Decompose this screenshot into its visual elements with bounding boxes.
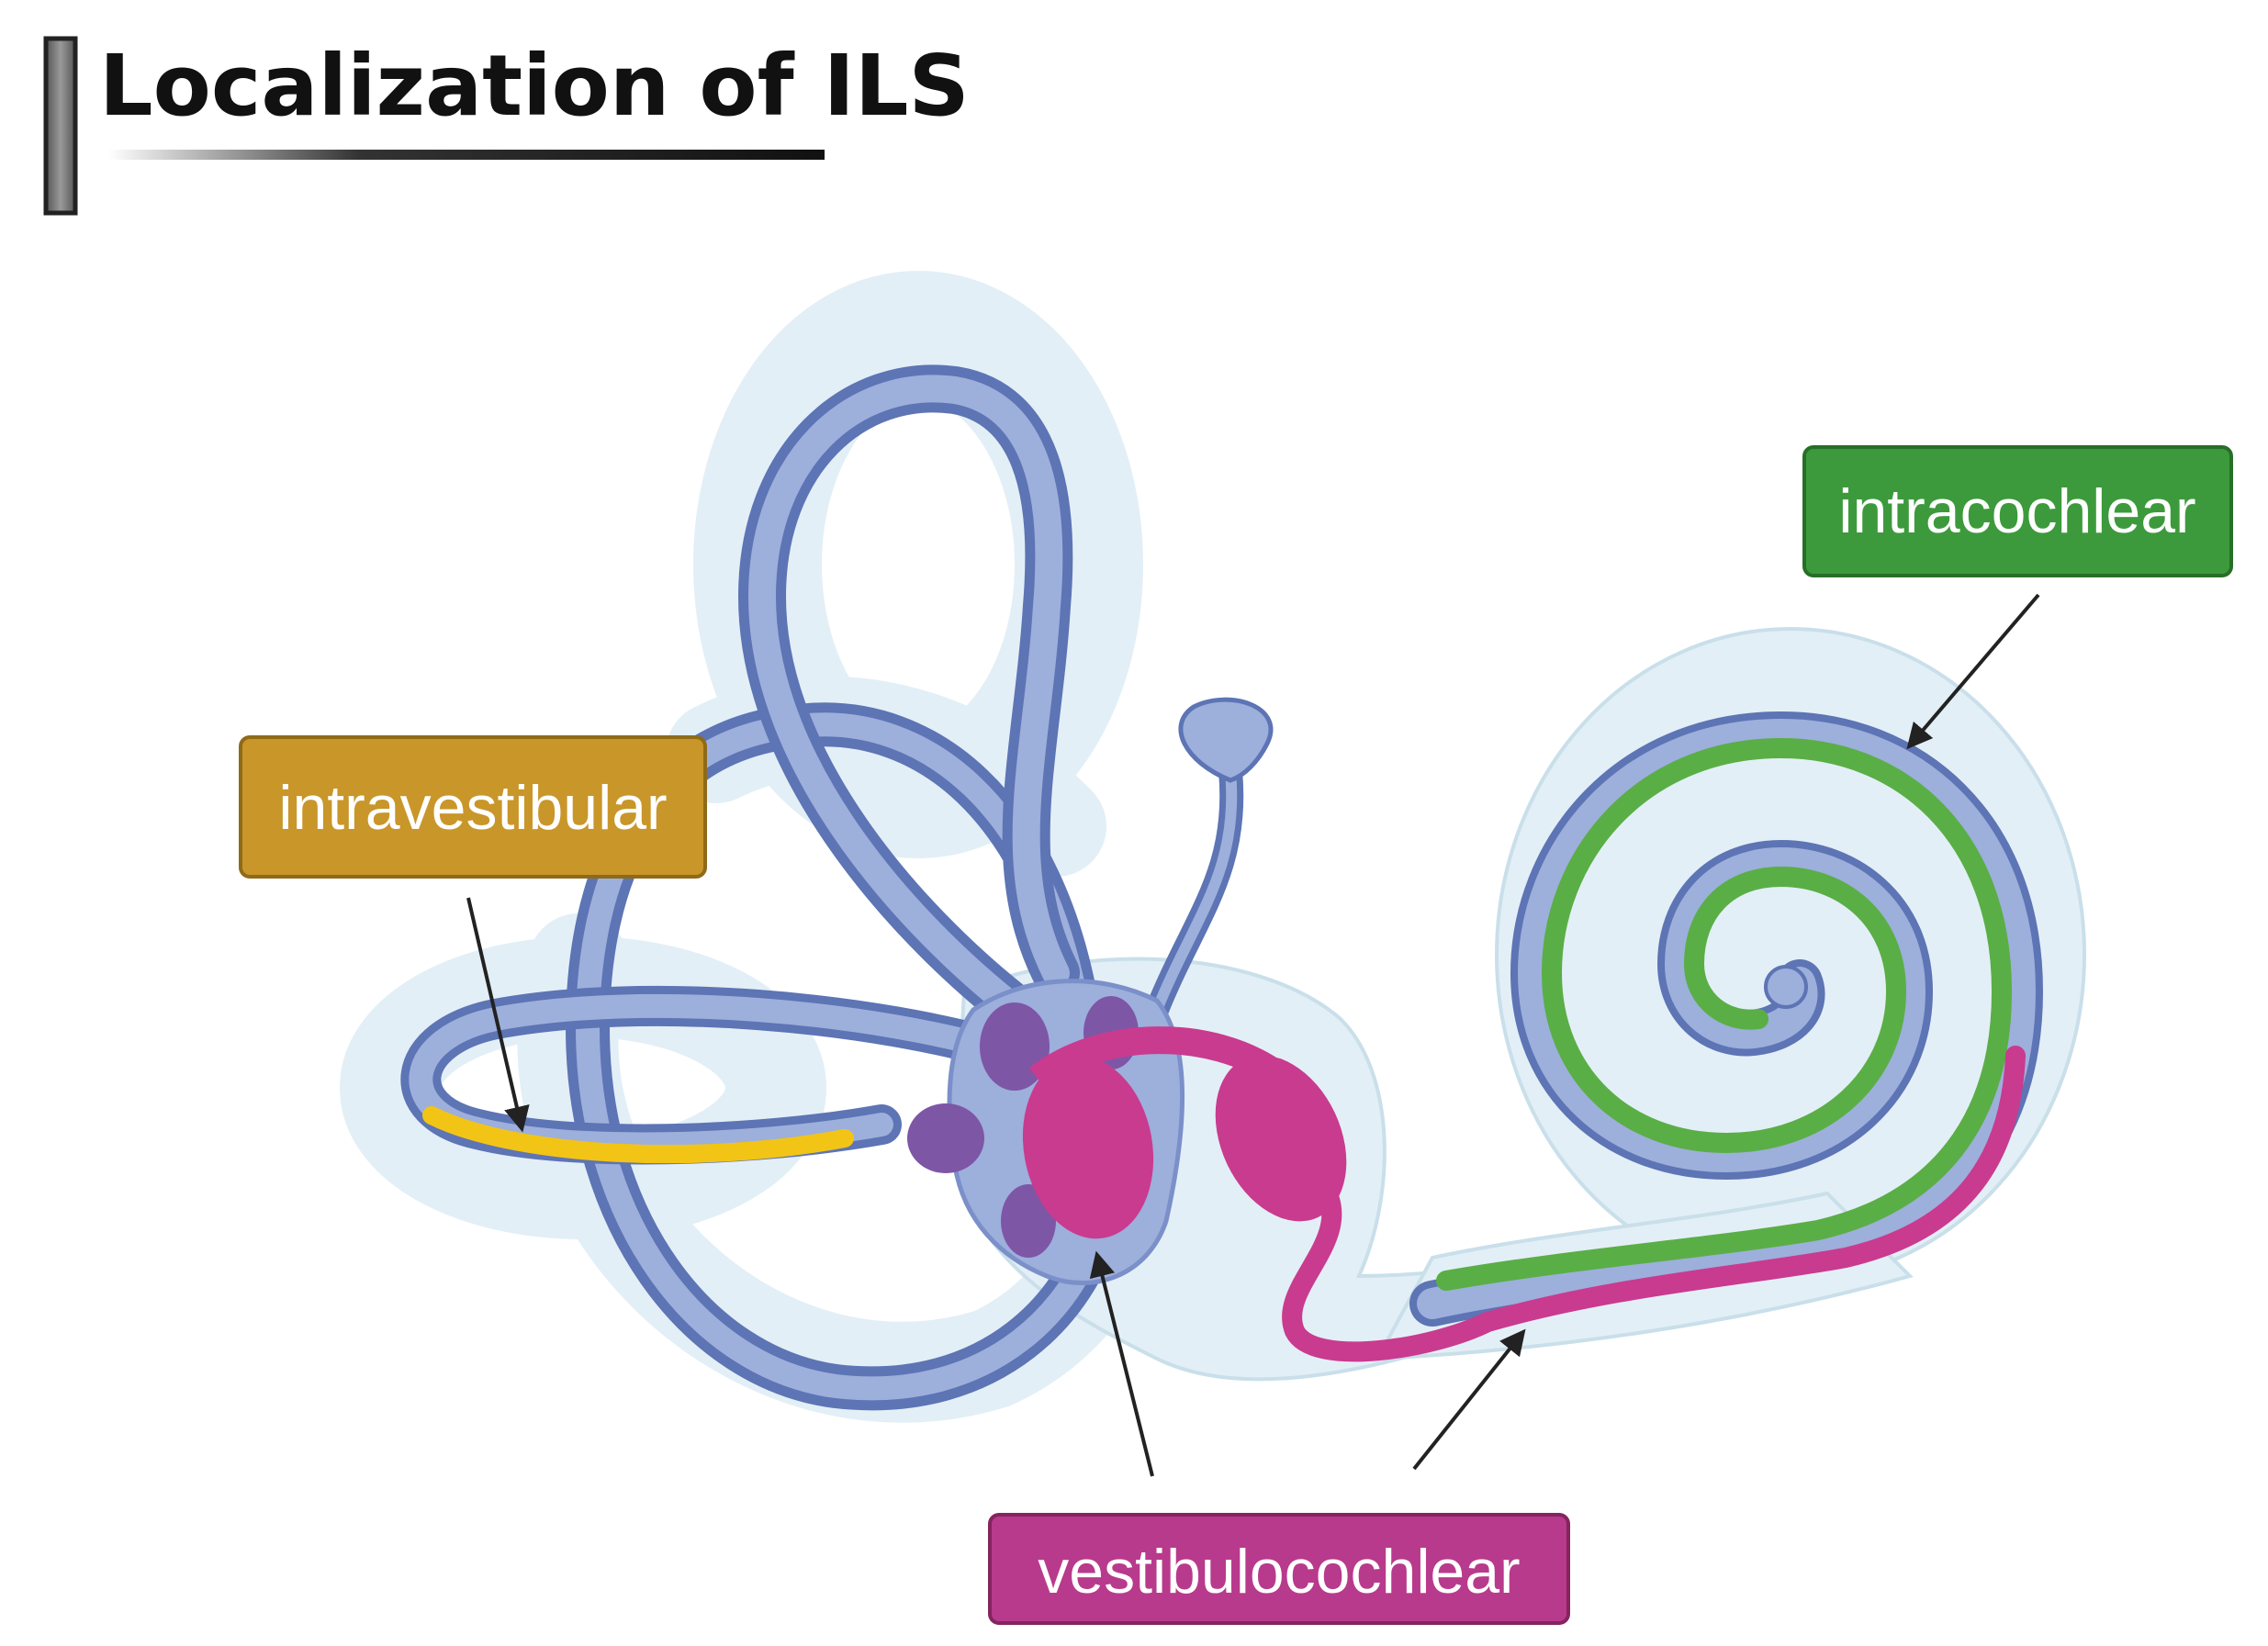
- vestibulocochlear-arrow-left: [1089, 1250, 1154, 1477]
- intracochlear-box: [1802, 445, 2233, 577]
- pointer-arrows: [466, 593, 2040, 1477]
- vestibulocochlear-label: vestibulocochlear: [1038, 1537, 1520, 1607]
- cochlea-apex: [1764, 965, 1808, 1009]
- label-intravestibular: intravestibular: [239, 735, 707, 879]
- semicircular-canals: [400, 364, 1124, 1411]
- vestibulocochlear-highlight: [1022, 1026, 2026, 1362]
- vestibulocochlear-arrow-right: [1412, 1328, 1526, 1471]
- title-underline: [108, 150, 825, 160]
- inner-ear-illustration: [340, 271, 2086, 1423]
- intracochlear-arrow: [1906, 593, 2040, 750]
- intravestibular-highlight: [422, 1106, 854, 1164]
- endolymphatic-sac: [1178, 697, 1274, 783]
- vestibulocochlear-box: [988, 1513, 1570, 1625]
- intracochlear-highlight: [1436, 737, 2013, 1291]
- label-intracochlear: intracochlear: [1802, 445, 2233, 577]
- intracochlear-label: intracochlear: [1838, 476, 2195, 546]
- intravestibular-box: [239, 735, 707, 879]
- title-block: Localization of ILS: [43, 36, 970, 216]
- intravestibular-arrow: [466, 897, 530, 1133]
- label-vestibulocochlear: vestibulocochlear: [988, 1513, 1570, 1625]
- endolymphatic-duct: [1145, 697, 1274, 1022]
- title-accent-bar: [43, 36, 78, 216]
- intravestibular-label: intravestibular: [278, 773, 667, 843]
- page-title: Localization of ILS: [99, 37, 970, 135]
